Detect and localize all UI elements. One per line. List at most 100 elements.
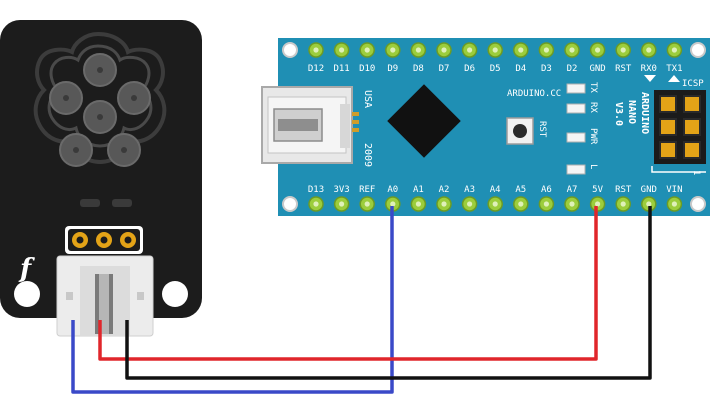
bottom-pin-label-a1-4: A1 [413, 185, 424, 195]
button-bottom-right-dot [121, 147, 127, 153]
top-pin-row [308, 42, 683, 58]
usa-label: USA [362, 90, 373, 108]
led-rx [566, 103, 586, 114]
bottom-pin-label-gnd-13: GND [641, 185, 657, 195]
arduino-mount-hole-tl [282, 42, 298, 58]
bottom-pin-pad-hole-12 [620, 201, 626, 207]
icsp-pin-1 [659, 95, 677, 113]
bottom-pin-pad-hole-10 [569, 201, 575, 207]
usb-side-lip [340, 104, 350, 148]
bottom-pin-label-3v3-1: 3V3 [333, 185, 349, 195]
sensor-mount-hole-right [162, 281, 188, 307]
wire-power-5v [98, 206, 598, 361]
sensor-header-pin-3-hole [124, 236, 132, 244]
sensor-mount-hole-left [14, 281, 40, 307]
button-outline-outer [33, 31, 167, 165]
usb-contact-3 [352, 128, 359, 132]
button-outline [47, 44, 153, 148]
top-pin-pad-hole-12 [620, 47, 626, 53]
led-label-l: L [588, 164, 598, 169]
microcontroller-chip [387, 84, 461, 158]
top-pin-label-d9-3: D9 [387, 64, 398, 74]
top-pin-label-d12-0: D12 [308, 64, 324, 74]
connector-slot-face [99, 274, 109, 334]
bottom-pin-pad-hole-3 [390, 201, 396, 207]
top-pin-pad-hole-2 [364, 47, 370, 53]
top-pin-label-tx1-14: TX1 [666, 64, 682, 74]
usb-contact-2 [352, 120, 359, 124]
top-pin-label-rx0-13: RX0 [641, 64, 657, 74]
top-pin-label-gnd-11: GND [589, 64, 605, 74]
arduino-mount-hole-tr [690, 42, 706, 58]
top-pin-pad-hole-10 [569, 47, 575, 53]
top-pin-label-rst-12: RST [615, 64, 632, 74]
top-pin-label-d8-4: D8 [413, 64, 424, 74]
icsp-pin1-label: 1 [691, 170, 701, 175]
top-pin-label-d2-10: D2 [567, 64, 578, 74]
bottom-pin-label-a0-3: A0 [387, 185, 398, 195]
led-l [566, 164, 586, 175]
board-title-line2: NANO [626, 100, 637, 124]
top-pin-label-d10-2: D10 [359, 64, 375, 74]
button-center-dot [97, 114, 103, 120]
bottom-pin-pad-hole-1 [339, 201, 345, 207]
top-pin-pad-hole-6 [467, 47, 473, 53]
bottom-pin-label-ref-2: REF [359, 185, 375, 195]
bottom-pin-pad-hole-7 [492, 201, 498, 207]
sensor-pad-left [80, 199, 100, 207]
bottom-pin-pad-hole-13 [646, 201, 652, 207]
top-pin-pad-hole-5 [441, 47, 447, 53]
rx-indicator-triangle [644, 75, 656, 82]
top-pin-pad-hole-7 [492, 47, 498, 53]
bottom-pin-pad-hole-6 [467, 201, 473, 207]
arduino-mount-hole-br [690, 196, 706, 212]
status-leds [566, 83, 586, 175]
bottom-pin-pad-hole-2 [364, 201, 370, 207]
icsp-pin-4 [683, 118, 701, 136]
button-top-dot [97, 67, 103, 73]
sensor-connector [56, 255, 154, 337]
year-label: 2009 [362, 143, 373, 167]
usb-contact-1 [352, 112, 359, 116]
top-pin-pad-hole-3 [390, 47, 396, 53]
bottom-pin-pad-hole-5 [441, 201, 447, 207]
icsp-corner-mark [651, 166, 706, 173]
connector-tab-left [66, 292, 73, 300]
top-pin-pad-hole-14 [671, 47, 678, 53]
top-pin-pad-hole-13 [646, 47, 652, 53]
top-pin-pad-hole-1 [339, 47, 345, 53]
top-pin-label-d7-5: D7 [439, 64, 450, 74]
five-way-button-cluster [33, 31, 167, 167]
top-pin-label-d11-1: D11 [333, 64, 349, 74]
led-label-pwr: PWR [588, 128, 598, 145]
top-pin-label-d6-6: D6 [464, 64, 475, 74]
bottom-pin-pad-hole-9 [543, 201, 550, 207]
reset-button-label: RST [537, 121, 547, 138]
top-pin-label-d4-8: D4 [515, 64, 526, 74]
bottom-pin-label-a6-9: A6 [541, 185, 552, 195]
bottom-pin-pad-hole-4 [415, 201, 421, 207]
bottom-pin-pad-hole-8 [518, 201, 524, 207]
top-pin-label-d5-7: D5 [490, 64, 501, 74]
icsp-pin-5 [659, 141, 677, 159]
bottom-pin-label-a3-6: A3 [464, 185, 475, 195]
wire-signal-a0 [71, 206, 394, 394]
sensor-header-pin-2-hole [100, 236, 108, 244]
icsp-pin-6 [683, 141, 701, 159]
bottom-pin-row [308, 196, 683, 212]
sensor-pin-header [65, 226, 143, 254]
usb-port [261, 86, 353, 164]
bottom-pin-label-a5-8: A5 [515, 185, 526, 195]
top-pin-pad-hole-4 [415, 47, 421, 53]
bottom-pin-label-vin-14: VIN [666, 185, 682, 195]
wire-ground [125, 206, 652, 380]
reset-button-cap [513, 124, 527, 138]
icsp-label: ICSP [682, 79, 704, 89]
led-tx [566, 83, 586, 94]
button-right-dot [131, 95, 137, 101]
wires [71, 206, 652, 394]
bottom-pin-label-rst-12: RST [615, 185, 632, 195]
tx-indicator-triangle [668, 75, 680, 82]
